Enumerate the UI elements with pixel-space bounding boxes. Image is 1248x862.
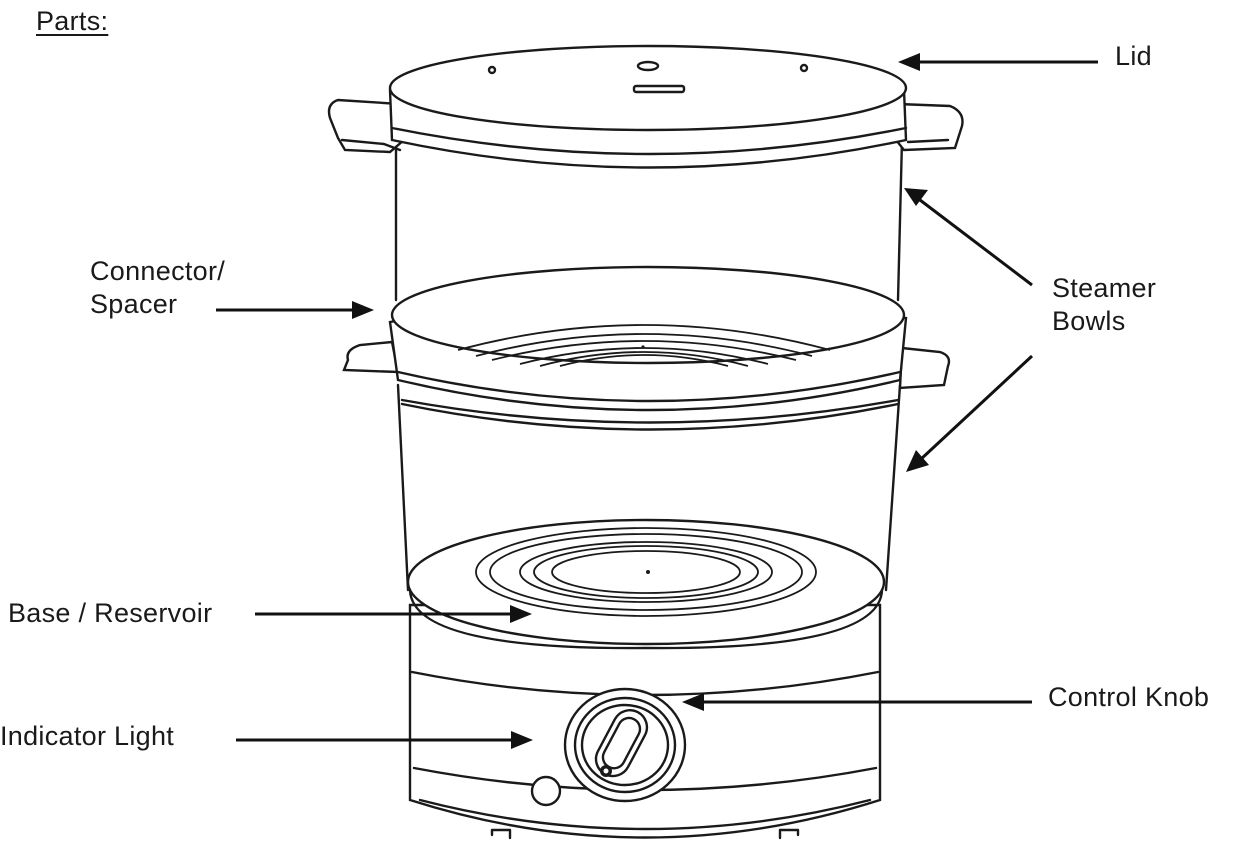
connector-label-line1: Connector/	[90, 256, 226, 286]
control-knob-label: Control Knob	[1048, 682, 1210, 712]
parts-heading: Parts:	[36, 6, 109, 36]
steamer-bowl-lower-arrow	[906, 354, 1034, 472]
lid	[327, 44, 964, 169]
steamer-bowl-upper-arrow	[904, 188, 1033, 287]
upper-steamer-bowl	[394, 138, 904, 302]
indicator-light-arrow	[236, 731, 533, 749]
connector-arrow	[216, 301, 374, 319]
indicator-light-label: Indicator Light	[0, 721, 175, 751]
steamer-label-line1: Steamer	[1052, 273, 1157, 303]
lid-arrow	[898, 53, 1098, 71]
lid-label: Lid	[1115, 41, 1152, 71]
connector-spacer-label: Connector/ Spacer	[90, 255, 225, 321]
control-knob-arrow	[682, 693, 1032, 711]
steamer-bowls-label: Steamer Bowls	[1052, 272, 1156, 338]
steamer-label-line2: Bowls	[1052, 306, 1126, 336]
callout-arrows	[216, 53, 1098, 749]
connector-label-line2: Spacer	[90, 289, 178, 319]
connector-spacer	[342, 265, 951, 412]
base-reservoir-label: Base / Reservoir	[8, 598, 213, 628]
control-knob	[563, 687, 687, 803]
lower-steamer-bowl	[396, 383, 902, 592]
indicator-light	[530, 775, 562, 807]
base-arrow	[255, 605, 532, 623]
